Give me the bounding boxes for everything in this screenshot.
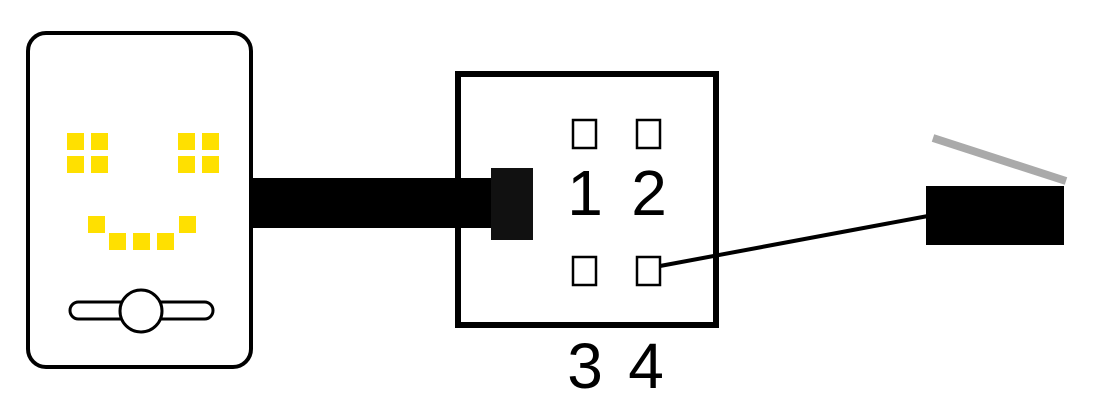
port-label-4: 4 bbox=[628, 330, 664, 402]
port-label-1: 1 bbox=[567, 157, 603, 229]
smiley-face-display bbox=[67, 133, 219, 250]
flat-connector bbox=[926, 134, 1068, 245]
port-block: 1 2 3 4 bbox=[455, 71, 719, 402]
led bbox=[202, 133, 219, 150]
port-block-body bbox=[455, 71, 719, 328]
connector-body bbox=[926, 186, 1064, 245]
led bbox=[178, 133, 195, 150]
slider-knob[interactable] bbox=[118, 288, 164, 334]
led bbox=[91, 156, 108, 173]
led bbox=[157, 233, 174, 250]
led bbox=[202, 156, 219, 173]
led bbox=[133, 233, 150, 250]
controller-device bbox=[26, 31, 253, 369]
led bbox=[109, 233, 126, 250]
wire bbox=[659, 214, 929, 268]
led bbox=[88, 216, 105, 233]
smile-leds bbox=[88, 216, 196, 250]
led bbox=[91, 133, 108, 150]
port-label-2: 2 bbox=[631, 157, 667, 229]
led bbox=[67, 133, 84, 150]
left-eye-leds bbox=[67, 133, 108, 173]
slider-switch[interactable] bbox=[68, 288, 215, 334]
led bbox=[178, 156, 195, 173]
port-1[interactable] bbox=[571, 118, 598, 150]
led bbox=[179, 216, 196, 233]
port-3[interactable] bbox=[571, 255, 598, 287]
port-label-3: 3 bbox=[567, 330, 603, 402]
port-2[interactable] bbox=[635, 118, 662, 150]
port-4[interactable] bbox=[635, 255, 662, 287]
led bbox=[67, 156, 84, 173]
cable-plug bbox=[491, 168, 533, 240]
right-eye-leds bbox=[178, 133, 219, 173]
connector-lid bbox=[931, 134, 1068, 185]
